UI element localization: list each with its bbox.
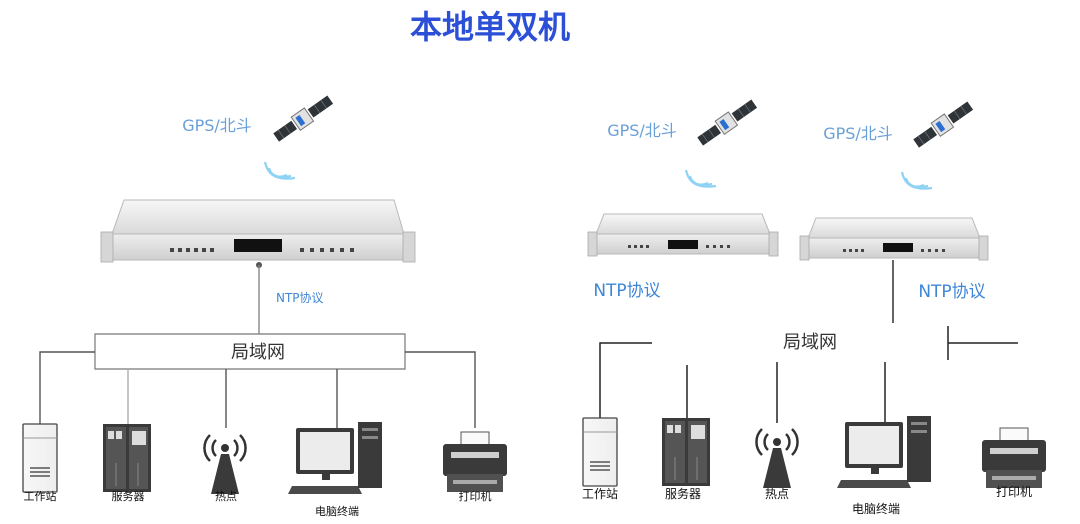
left-device-label: 工作站 xyxy=(24,489,57,503)
satellite-icon xyxy=(911,98,976,151)
server-icon xyxy=(102,423,152,493)
printer-icon xyxy=(981,427,1047,489)
time-server-device xyxy=(100,199,416,263)
signal-icon xyxy=(684,168,718,188)
right-topology: GPS/北斗 GPS/北斗 xyxy=(582,96,1047,516)
right-device-label: 热点 xyxy=(765,487,789,501)
left-lan-label: 局域网 xyxy=(231,342,285,363)
left-protocol-label: NTP协议 xyxy=(276,290,324,305)
left-device-label: 电脑终端 xyxy=(315,504,359,518)
hotspot-icon xyxy=(203,433,247,496)
computer-terminal-icon xyxy=(288,422,382,494)
left-device-label: 打印机 xyxy=(459,489,492,503)
workstation-icon xyxy=(22,423,58,493)
time-server-device xyxy=(799,217,989,261)
time-server-device xyxy=(587,213,779,257)
satellite-icon xyxy=(695,96,760,149)
left-satellite-label: GPS/北斗 xyxy=(182,116,252,135)
right-device-label: 工作站 xyxy=(582,487,618,501)
computer-terminal-icon xyxy=(837,416,931,488)
diagram-title: 本地单双机 xyxy=(410,8,570,46)
right-device-label: 打印机 xyxy=(996,485,1032,499)
left-device-label: 热点 xyxy=(215,490,237,503)
right-protocol-label: NTP协议 xyxy=(918,282,985,302)
right-lan-label: 局域网 xyxy=(783,332,837,353)
left-device-label: 服务器 xyxy=(112,490,145,503)
workstation-icon xyxy=(582,417,618,487)
server-icon xyxy=(661,417,711,487)
right-device-label: 电脑终端 xyxy=(852,501,900,516)
hotspot-icon xyxy=(755,427,799,490)
signal-icon xyxy=(900,170,934,190)
right-device-label: 服务器 xyxy=(665,486,701,501)
right-satellite-label: GPS/北斗 xyxy=(823,124,893,143)
printer-icon xyxy=(442,431,508,493)
signal-icon xyxy=(263,160,297,180)
right-protocol-label: NTP协议 xyxy=(593,281,660,301)
left-topology: GPS/北斗 NTP协议 局域网 xyxy=(22,92,508,518)
right-satellite-label: GPS/北斗 xyxy=(607,121,677,140)
satellite-icon xyxy=(271,92,336,145)
